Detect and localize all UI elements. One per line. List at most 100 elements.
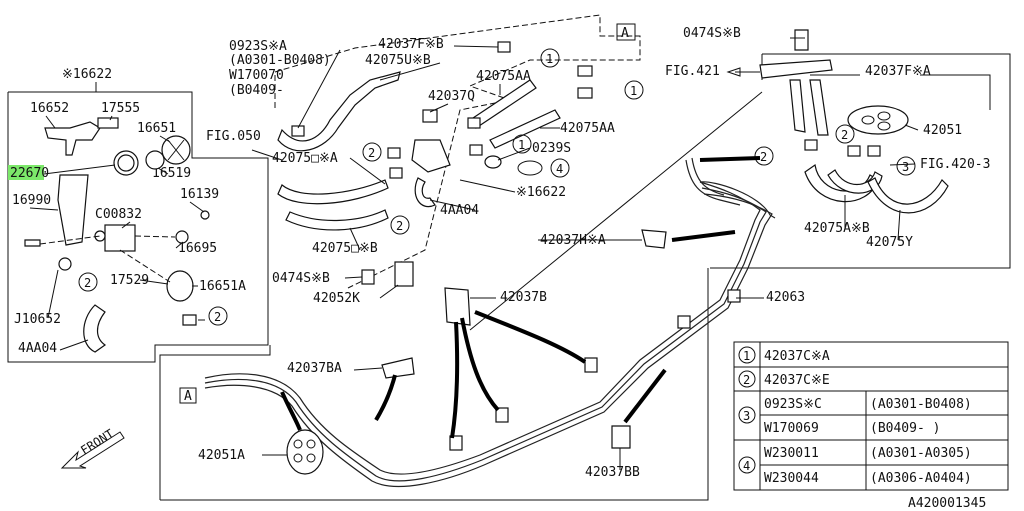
top-dashed-frame [274,14,641,289]
label-W170070-range[interactable]: (B0409- [229,83,284,98]
label-16139[interactable]: 16139 [180,187,219,202]
indicator-line-3 [474,310,587,364]
legend-part-1[interactable]: 42037C※A [764,349,830,364]
legend-part-2[interactable]: 42037C※E [764,373,830,388]
label-42051A[interactable]: 42051A [198,448,245,463]
label-17529[interactable]: 17529 [110,273,149,288]
label-42037BB[interactable]: 42037BB [585,465,640,480]
callout-1-top-c[interactable]: 1 [512,134,532,154]
label-42075AA-2[interactable]: 42075AA [560,121,615,136]
label-22670[interactable]: 22670 [10,166,49,181]
label-4AA04-left[interactable]: 4AA04 [18,341,57,356]
label-42075UB[interactable]: 42075U※B [365,53,431,68]
indicator-line-4 [460,317,500,412]
fuel-line-42063-b [204,187,767,482]
svg-text:1: 1 [743,349,750,363]
label-42063[interactable]: 42063 [766,290,805,305]
front-arrow: FRONT [60,427,125,469]
legend-part-4b[interactable]: W230044 [764,471,819,486]
right-top-group: 0474S※B FIG.421 42037F※A 42051 FIG.420-3… [469,26,1011,331]
label-16652[interactable]: 16652 [30,101,69,116]
indicator-line-6 [623,368,667,424]
label-42075AB[interactable]: 42075A※B [804,221,870,236]
grommet-0239S [484,155,502,169]
label-42037FA[interactable]: 42037F※A [865,64,931,79]
ref-A-lower[interactable]: A [184,389,192,404]
label-17555[interactable]: 17555 [101,101,140,116]
callout-2-inset-a[interactable]: 2 [78,272,98,292]
legend-part-3b[interactable]: W170069 [764,421,819,436]
ref-A-top[interactable]: A [621,26,629,41]
valve-body-center [411,139,451,173]
cap-16519 [145,150,165,170]
label-42052K[interactable]: 42052K [313,291,360,306]
label-16622-mid[interactable]: ※16622 [516,185,566,200]
svg-text:1: 1 [518,138,525,152]
indicator-line-1 [699,156,761,162]
lower-main-group: 42037H※A 42037B 42063 42037BA 42051A 420… [60,156,805,501]
label-42037FB[interactable]: 42037F※B [378,37,444,52]
svg-text:2: 2 [396,219,403,233]
label-16651[interactable]: 16651 [137,121,176,136]
clip-line-4 [727,289,741,303]
label-42051[interactable]: 42051 [923,123,962,138]
callout-2-right-a[interactable]: 2 [835,124,855,144]
callout-2-inset-b[interactable]: 2 [208,306,228,326]
label-16990[interactable]: 16990 [12,193,51,208]
clip-right-b [867,145,881,157]
callout-1-top-b[interactable]: 1 [624,80,644,100]
label-FIG050[interactable]: FIG.050 [206,129,261,144]
hose-4aa04-left [83,304,107,353]
svg-text:2: 2 [84,276,91,290]
label-0239S[interactable]: 0239S [532,141,571,156]
callout-2-top-a[interactable]: 2 [362,142,382,162]
label-42075Y[interactable]: 42075Y [866,235,913,250]
callout-1-top-a[interactable]: 1 [540,48,560,68]
pipe-assembly-top [759,59,833,79]
left-inset-group: ※16622 16652 17555 16651 22670 16519 161… [7,67,269,363]
label-W170070[interactable]: W170070 [229,68,284,83]
label-0923SA[interactable]: 0923S※A [229,39,287,54]
clip-42037FB [497,41,511,53]
clip-42037HA [641,229,667,249]
lower-frame [160,268,709,501]
ref-box-A-lower [179,387,197,404]
svg-text:2: 2 [760,150,767,164]
label-16695[interactable]: 16695 [178,241,217,256]
clip-line-3 [449,435,463,451]
label-42075AA-1[interactable]: 42075AA [476,69,531,84]
callout-2-top-b[interactable]: 2 [390,215,410,235]
label-0474SB-top[interactable]: 0474S※B [683,26,741,41]
label-C00832[interactable]: C00832 [95,207,142,222]
label-42075DB[interactable]: 42075□※B [312,241,378,256]
label-FIG4203[interactable]: FIG.420-3 [920,157,990,172]
grommet-16695 [175,230,189,244]
legend-part-3[interactable]: 0923S※C [764,397,822,412]
label-42037Q[interactable]: 42037Q [428,89,475,104]
label-16622-top[interactable]: ※16622 [62,67,112,82]
hose-42075UB [277,71,401,152]
svg-text:2: 2 [841,128,848,142]
legend-range-4b: (A0306-A0404) [870,471,972,486]
label-FIG421[interactable]: FIG.421 [665,64,720,79]
indicator-line-5 [450,321,460,439]
highlight-22670 [8,165,44,180]
label-42037B[interactable]: 42037B [500,290,547,305]
label-J10652[interactable]: J10652 [14,312,61,327]
label-42037BA[interactable]: 42037BA [287,361,342,376]
svg-text:3: 3 [743,409,750,423]
label-0474SB-mid[interactable]: 0474S※B [272,271,330,286]
legend-row-4b: W230044 (A0306-A0404) [764,471,972,486]
bolt-0474SB-mid [361,269,375,285]
label-0923SA-range[interactable]: (A0301-B0408) [229,53,331,68]
callout-3-right[interactable]: 3 [896,156,916,176]
label-42075DA[interactable]: 42075□※A [272,151,338,166]
clip-42037Q [422,109,438,123]
legend-part-4[interactable]: W230011 [764,446,819,461]
callout-4-top[interactable]: 4 [550,158,570,178]
label-4AA04-mid[interactable]: 4AA04 [440,203,479,218]
clip-16651A [182,314,197,326]
callout-2-right-b[interactable]: 2 [754,146,774,166]
label-16651A[interactable]: 16651A [199,279,246,294]
